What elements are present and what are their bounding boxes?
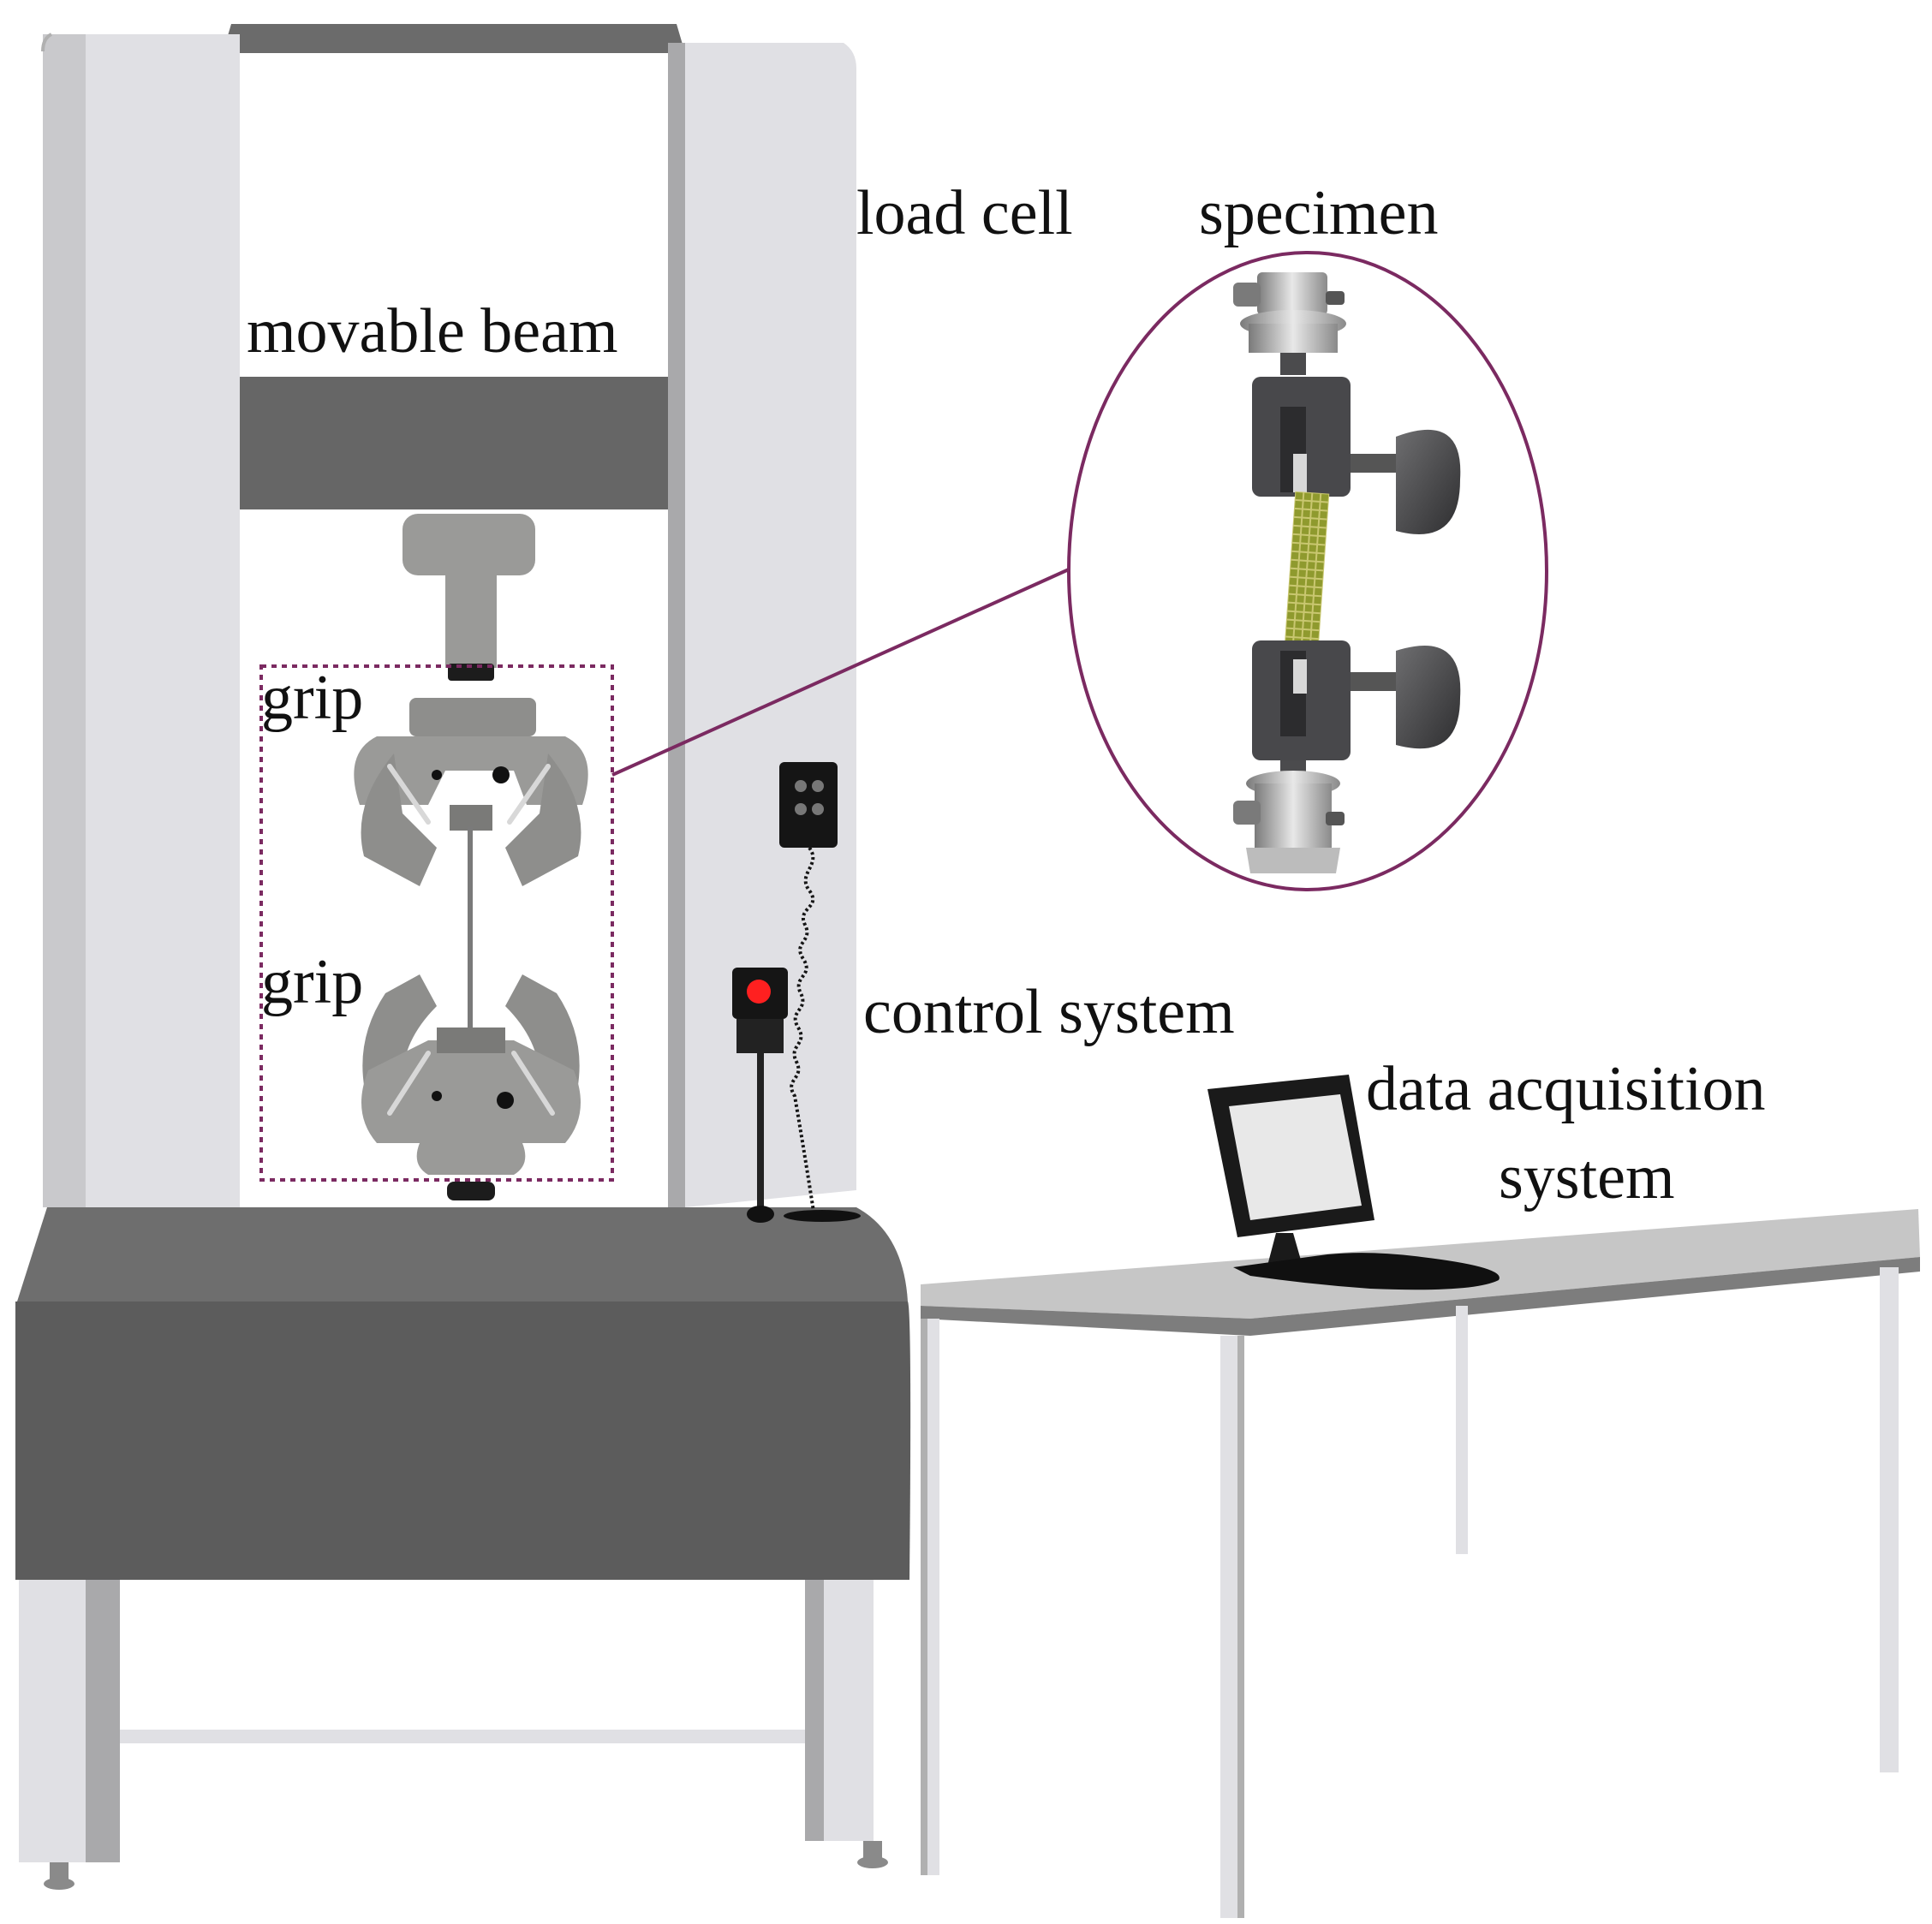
left-column: [41, 33, 240, 1207]
upper-grip-label: grip: [261, 663, 364, 733]
upper-grip: [354, 698, 588, 886]
coiled-cable: [790, 846, 815, 1212]
lower-knob: [1351, 646, 1461, 749]
cable-base: [784, 1210, 861, 1222]
movable-beam: [240, 377, 668, 509]
specimen-strip: [1282, 491, 1330, 674]
callout-leader-line: [611, 568, 1070, 777]
emergency-stop-button: [732, 968, 788, 1223]
control-panel-box: [779, 762, 838, 848]
movable-beam-label: movable beam: [247, 296, 618, 366]
data-acquisition-label-line2: system: [1499, 1142, 1675, 1212]
control-system: [732, 762, 861, 1223]
testing-machine: [15, 24, 911, 1890]
grip-region-outline: [259, 664, 614, 1182]
data-acquisition-label-line1: data acquisition: [1366, 1054, 1766, 1124]
load-cell-label: load cell: [856, 178, 1073, 248]
specimen-callout: [611, 251, 1548, 891]
lower-grip: [361, 974, 581, 1200]
right-column: [668, 43, 856, 1207]
top-crosshead: [223, 24, 685, 53]
upper-knob: [1351, 429, 1461, 534]
data-acquisition-station: [921, 1075, 1920, 1918]
lower-clamp-fixture: [1233, 640, 1461, 873]
load-cell: [402, 514, 535, 681]
control-system-label: control system: [863, 977, 1235, 1047]
table: [921, 1209, 1920, 1918]
specimen-label: specimen: [1199, 178, 1439, 248]
machine-legs: [19, 1580, 888, 1890]
machine-base: [15, 1207, 911, 1580]
monitor: [1208, 1075, 1500, 1290]
upper-clamp-fixture: [1233, 272, 1461, 534]
lower-grip-label: grip: [261, 947, 364, 1017]
